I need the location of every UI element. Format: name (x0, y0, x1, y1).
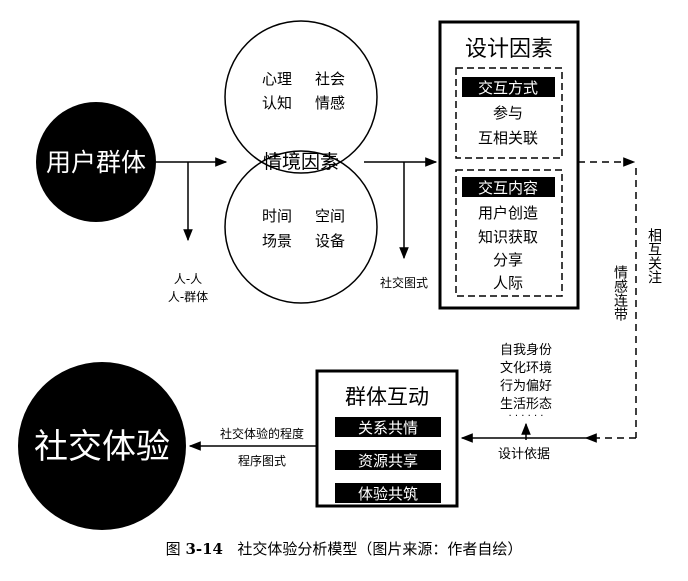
basis-behavior: 行为偏好 (500, 379, 552, 394)
content-item-user-creation: 用户创造 (478, 204, 538, 222)
figure-caption: 图 3-14 社交体验分析模型（图片来源：作者自绘） (0, 538, 688, 559)
context-bottom-circle (224, 150, 378, 304)
design-factors-box (438, 20, 580, 310)
interaction-mode-header-bg (462, 77, 555, 97)
caption-text: 社交体验分析模型（图片来源：作者自绘） (237, 540, 523, 558)
interaction-content-header-bg (462, 177, 555, 197)
content-item-knowledge: 知识获取 (478, 228, 538, 246)
interaction-content-header: 交互内容 (478, 179, 538, 197)
interaction-mode-header: 交互方式 (478, 79, 538, 97)
context-center-label: 情境因素 (263, 151, 339, 173)
group-item-bg-experience (335, 483, 441, 503)
mode-item-participate: 参与 (493, 104, 523, 122)
group-item-empathy: 关系共情 (358, 419, 418, 437)
user-group-node (36, 102, 156, 222)
social-schema-label: 社交图式 (380, 275, 428, 290)
emotional-bond-label: 情感连带 (612, 265, 628, 322)
social-experience-label: 社交体验 (34, 427, 170, 467)
procedure-schema-label: 程序图式 (238, 453, 286, 468)
interaction-content-group (455, 169, 563, 297)
group-item-bg-empathy (335, 417, 441, 437)
mutual-attention-label: 相互关注 (646, 228, 662, 284)
context-time: 时间 (262, 207, 292, 225)
group-item-bg-resource (335, 450, 441, 470)
context-top-circle (224, 20, 378, 174)
context-psychology: 心理 (262, 70, 292, 88)
caption-number: 3-14 (185, 540, 223, 558)
relation-person-person: 人-人 (174, 272, 202, 286)
design-basis-label: 设计依据 (498, 447, 550, 462)
group-interaction-title: 群体互动 (345, 385, 429, 409)
interaction-mode-group (455, 67, 563, 159)
relation-person-group: 人-群体 (168, 290, 208, 304)
social-experience-node (18, 362, 186, 530)
context-scene: 场景 (262, 232, 292, 250)
group-item-experience: 体验共筑 (358, 485, 418, 503)
mode-item-interrelate: 互相关联 (478, 129, 538, 147)
basis-culture: 文化环境 (500, 361, 552, 376)
design-factors-title: 设计因素 (465, 37, 553, 62)
context-cognition: 认知 (262, 94, 292, 112)
context-space: 空间 (315, 207, 345, 225)
caption-prefix: 图 (165, 540, 181, 558)
basis-lifestyle: 生活形态 (500, 397, 552, 412)
basis-dots: · · · · · · (509, 411, 544, 422)
content-item-share: 分享 (493, 251, 523, 269)
basis-self-identity: 自我身份 (500, 342, 552, 358)
context-device: 设备 (315, 232, 345, 250)
user-group-label: 用户群体 (46, 148, 146, 177)
degree-label: 社交体验的程度 (220, 426, 304, 441)
context-society: 社会 (315, 70, 345, 88)
context-emotion: 情感 (315, 94, 345, 112)
content-item-interpersonal: 人际 (493, 274, 523, 292)
group-item-resource: 资源共享 (358, 452, 418, 470)
group-interaction-box (315, 369, 459, 508)
